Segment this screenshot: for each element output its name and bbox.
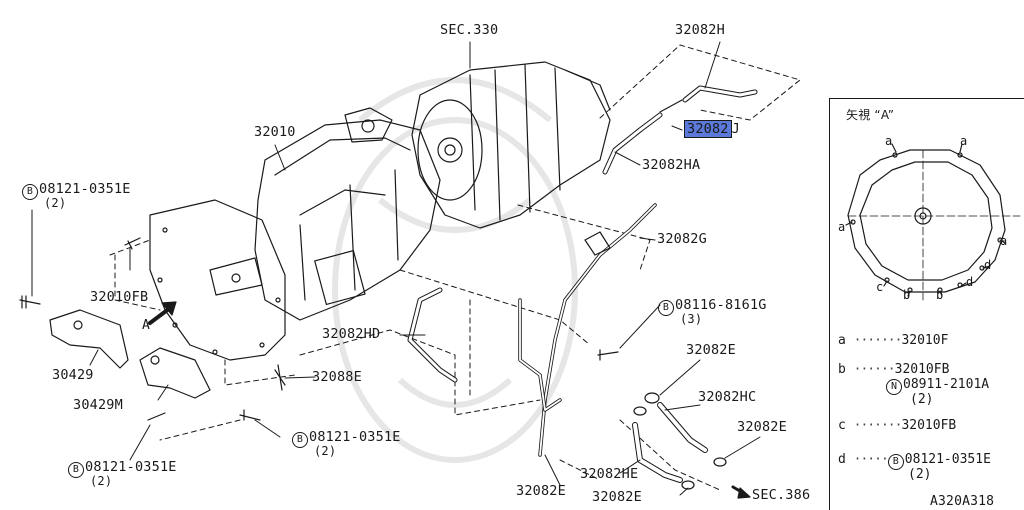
legend-value: 32010FB xyxy=(901,418,957,433)
legend-value: 32010FB xyxy=(894,362,950,377)
legend-key: c xyxy=(838,418,846,433)
circled-n-icon: N xyxy=(886,379,902,395)
label-bolt-mid-qty: (2) xyxy=(314,444,337,458)
legend-value: 08121-0351E xyxy=(904,452,991,467)
bracket-30429m xyxy=(139,347,211,399)
circled-b-icon: B xyxy=(22,184,38,200)
bolt-bot-part: 08121-0351E xyxy=(85,459,177,475)
legend-row-b: b ······32010FB xyxy=(838,362,949,377)
inset-tag-d1: d xyxy=(984,258,992,272)
breather-hoses xyxy=(407,85,758,490)
legend-row-c: c ·······32010FB xyxy=(838,418,956,433)
label-32082e-2: 32082E xyxy=(737,419,787,435)
legend-dots: ······· xyxy=(853,333,903,348)
leader-lines xyxy=(31,41,761,496)
circled-b-icon: B xyxy=(292,432,308,448)
legend-dots: ······· xyxy=(853,418,903,433)
inset-tag-a2: a xyxy=(960,134,968,148)
label-32082hc: 32082HC xyxy=(698,389,757,405)
inset-tag-b2: b xyxy=(936,288,944,302)
circled-b-icon: B xyxy=(658,300,674,316)
view-a-arrow xyxy=(148,301,177,325)
highlighted-part-number: 32082 xyxy=(684,120,732,138)
bolts xyxy=(19,237,619,421)
label-32082e-4: 32082E xyxy=(592,489,642,505)
inset-flange-drawing xyxy=(845,143,1021,301)
inset-tag-a4: a xyxy=(1000,234,1008,248)
circled-b-icon: B xyxy=(68,462,84,478)
legend-value: 08911-2101A xyxy=(903,377,990,392)
legend-row-n-qty: (2) xyxy=(910,392,934,407)
label-32082g: 32082G xyxy=(657,231,707,247)
legend-key: d xyxy=(838,452,846,467)
legend-key: b xyxy=(838,362,846,377)
inset-tag-d2: d xyxy=(966,275,974,289)
transfer-case xyxy=(411,61,611,229)
label-32088e: 32088E xyxy=(312,369,362,385)
label-32082hd: 32082HD xyxy=(322,326,381,342)
label-sec386: SEC.386 xyxy=(752,487,811,503)
inset-view-a-panel xyxy=(829,98,1024,510)
legend-row-d-qty: (2) xyxy=(908,467,932,482)
inset-tag-a3: a xyxy=(838,220,846,234)
circled-b-icon: B xyxy=(887,454,904,470)
label-32082ha: 32082HA xyxy=(642,157,701,173)
inset-tag-a1: a xyxy=(885,134,893,148)
label-arrow-a: A xyxy=(142,318,151,333)
bell-housing xyxy=(149,199,286,361)
inset-title: 矢視 “A” xyxy=(846,108,895,122)
legend-dots: ······ xyxy=(853,362,896,377)
legend-dots: ····· xyxy=(853,452,889,467)
bolt-8116-part: 08116-8161G xyxy=(675,297,767,313)
inset-tag-c: c xyxy=(876,280,884,294)
label-32082j-suffix: J xyxy=(731,121,740,137)
reference-code: A320A318 xyxy=(930,494,995,509)
legend-row-a: a ·······32010F xyxy=(838,333,948,348)
label-sec330: SEC.330 xyxy=(440,22,499,38)
assembly-guide-lines xyxy=(109,44,801,491)
label-30429: 30429 xyxy=(52,367,94,383)
legend-value: 32010F xyxy=(901,333,949,348)
bolt-mid-part: 08121-0351E xyxy=(309,429,401,445)
label-32082e-3: 32082E xyxy=(516,483,566,499)
label-32010fb: 32010FB xyxy=(90,289,149,305)
label-32082e-1: 32082E xyxy=(686,342,736,358)
legend-key: a xyxy=(838,333,846,348)
label-32082h: 32082H xyxy=(675,22,725,38)
label-bolt-top-qty: (2) xyxy=(44,196,67,210)
bolt-top-part: 08121-0351E xyxy=(39,181,131,197)
bracket-30429 xyxy=(49,309,129,369)
sec386-arrow xyxy=(731,485,751,499)
label-32010: 32010 xyxy=(254,124,296,140)
label-30429m: 30429M xyxy=(73,397,123,413)
label-bolt-bot-qty: (2) xyxy=(90,474,113,488)
label-32082he: 32082HE xyxy=(580,466,639,482)
inset-tag-b1: b xyxy=(903,288,911,302)
label-bolt-8116-qty: (3) xyxy=(680,312,703,326)
